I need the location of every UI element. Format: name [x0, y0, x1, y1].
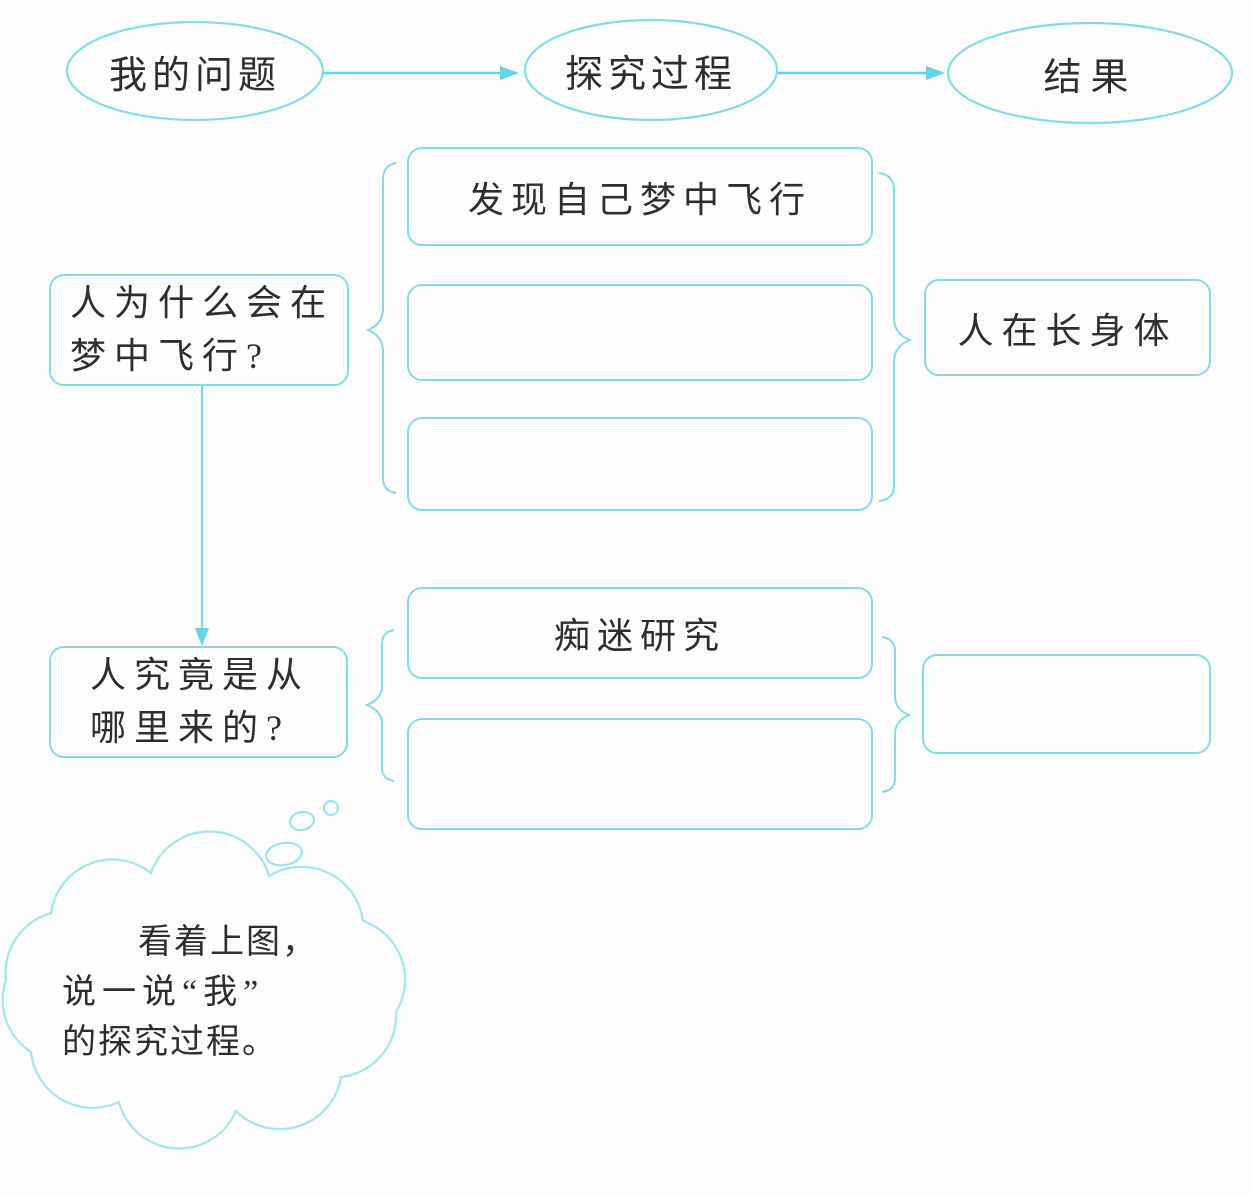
brace-process2-to-result [881, 636, 912, 793]
cloud-line-2: 说一说“我” [62, 974, 265, 1011]
brace-question1-to-process [365, 162, 397, 494]
thought-bubble-large [265, 841, 303, 867]
process-1-1-text: 发现自己梦中飞行 [467, 179, 812, 220]
cloud-line-3: 的探究过程。 [62, 1024, 278, 1061]
cloud-line-1: 看着上图， [138, 924, 318, 961]
question-2-text: 人究竟是从 哪里来的? [50, 647, 347, 757]
thought-cloud [1, 830, 407, 1150]
arrow-questions-to-process [324, 66, 519, 80]
result-1-text: 人在长身体 [957, 310, 1178, 351]
result-2-text [923, 655, 1210, 753]
question-2-line-2: 哪里来的? [90, 708, 290, 748]
process-2-2-text [408, 719, 872, 829]
question-box-1 [49, 274, 349, 386]
question-1-line-2: 梦中飞行? [70, 336, 270, 376]
result-box-2 [922, 654, 1211, 754]
process-box-1-2 [407, 284, 873, 381]
question-2-line-1: 人究竟是从 [90, 655, 311, 695]
process-box-2-1 [407, 587, 873, 679]
process-1-3-text [408, 418, 872, 510]
process-box-1-1 [407, 147, 873, 246]
thought-cloud-text: 看着上图， 说一说“我” 的探究过程。 [62, 918, 362, 1068]
result-box-1 [924, 279, 1211, 376]
arrow-process-to-result [778, 66, 945, 80]
header-ellipse-inquiry-process [523, 18, 779, 122]
brace-question2-to-process [364, 629, 395, 782]
question-box-2 [49, 646, 348, 758]
process-box-2-2 [407, 718, 873, 830]
header-node-inquiry-process: 探究过程 [564, 53, 737, 96]
process-1-2-text [408, 285, 872, 380]
question-1-line-1: 人为什么会在 [70, 283, 335, 323]
header-ellipse-result [946, 21, 1234, 125]
header-ellipse-my-questions [65, 20, 325, 122]
thought-bubble-medium [289, 810, 315, 832]
question-1-text: 人为什么会在 梦中飞行? [50, 275, 348, 385]
header-node-result: 结果 [1043, 56, 1138, 99]
thought-bubble-small [323, 800, 339, 816]
header-node-my-questions: 我的问题 [108, 54, 281, 97]
arrow-question1-to-question2 [195, 386, 209, 646]
process-box-1-3 [407, 417, 873, 511]
brace-process1-to-result [878, 172, 913, 502]
process-2-1-text: 痴迷研究 [553, 616, 726, 656]
